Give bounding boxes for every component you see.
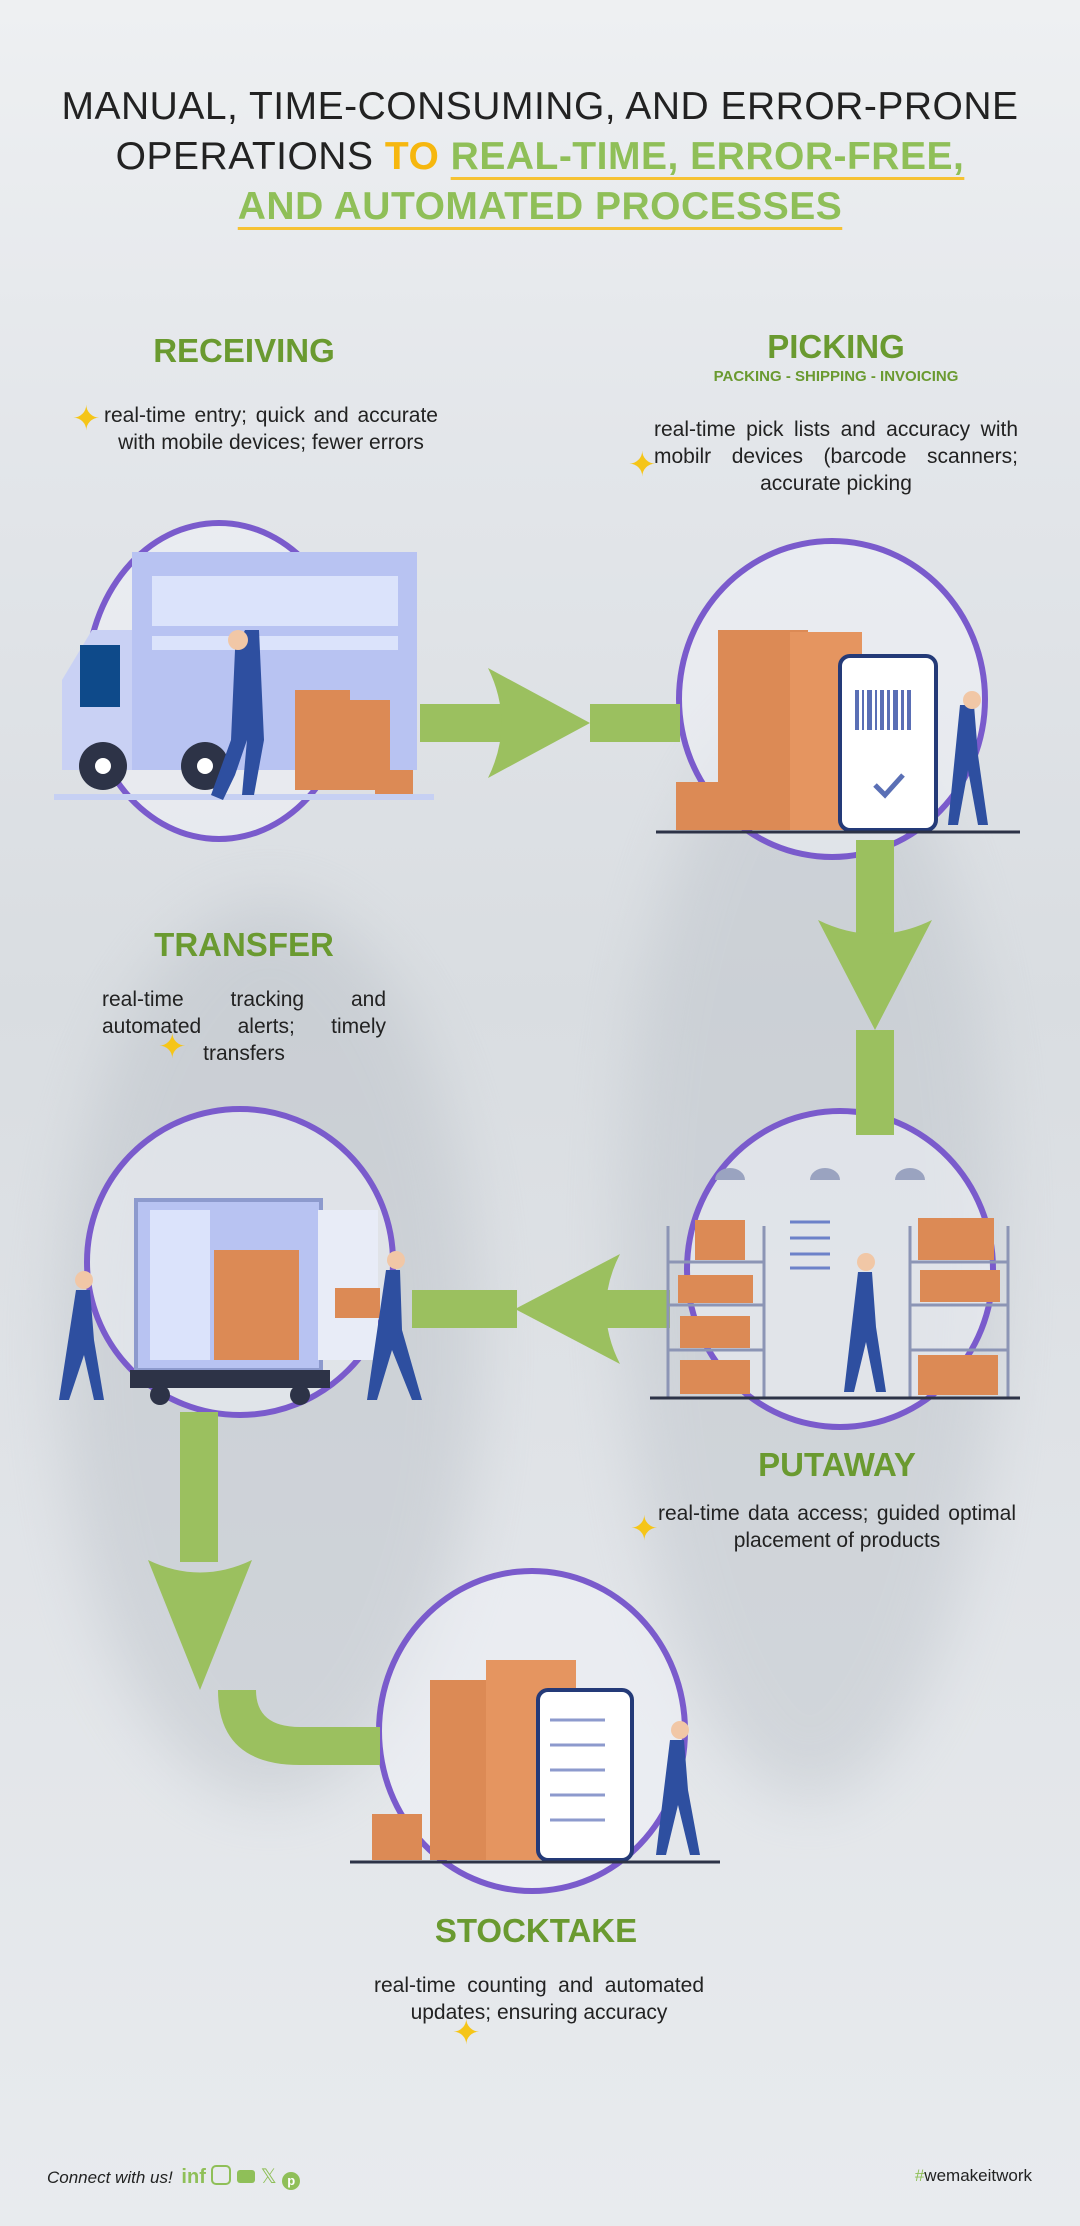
flow-arrows — [148, 668, 932, 1765]
stocktake-art — [350, 1660, 720, 1864]
transfer-title: TRANSFER — [154, 926, 334, 963]
connect-label: Connect with us! — [47, 2168, 173, 2187]
truck-illustration — [54, 552, 434, 800]
putaway-desc: real-time data access; guided optimal pl… — [658, 1502, 1016, 1552]
arrow-down-icon — [818, 920, 932, 1030]
youtube-icon[interactable] — [237, 2170, 255, 2183]
arrow-left-icon — [515, 1254, 620, 1364]
instagram-icon[interactable] — [211, 2165, 232, 2185]
x-icon[interactable]: 𝕏 — [260, 2166, 277, 2188]
putaway-shelves-art — [650, 1168, 1020, 1400]
receiving-title: RECEIVING — [153, 332, 335, 369]
sparkle-icon: ✦ — [158, 1028, 187, 1066]
hashtag-symbol: # — [914, 2166, 925, 2185]
footer-connect: Connect with us! inf 𝕏 p — [47, 2164, 301, 2190]
title-highlight: REAL-TIME, ERROR-FREE, — [450, 135, 965, 178]
stocktake-desc: real-time counting and automated updates… — [374, 1974, 704, 2024]
title-line-1: MANUAL, TIME-CONSUMING, AND ERROR-PRONE — [61, 85, 1019, 128]
sparkle-icon: ✦ — [452, 2014, 481, 2052]
receiving-desc: real-time entry; quick and accurate with… — [104, 404, 438, 454]
transfer-truck-art — [59, 1198, 422, 1405]
pinterest-icon[interactable]: p — [282, 2172, 301, 2190]
footer-hashtag: #wemakeitwork — [915, 2166, 1032, 2186]
stocktake-title: STOCKTAKE — [434, 1912, 638, 1949]
picking-subtitle: PACKING - SHIPPING - INVOICING — [713, 368, 959, 385]
putaway-title: PUTAWAY — [758, 1446, 916, 1483]
arrow-down-icon — [148, 1560, 252, 1690]
arrow-right-icon — [488, 668, 590, 778]
sparkle-icon: ✦ — [628, 446, 657, 484]
linkedin-icon[interactable]: in — [181, 2166, 200, 2188]
title-highlight: AND AUTOMATED PROCESSES — [237, 185, 843, 228]
transfer-desc: real-time tracking and automated alerts;… — [102, 988, 386, 1065]
picking-desc: real-time pick lists and accuracy with m… — [654, 418, 1018, 495]
title-line-3: AND AUTOMATED PROCESSES — [0, 182, 1080, 232]
picking-illustration-art — [656, 630, 1020, 834]
arrow-shaft — [420, 704, 505, 742]
title-line-2: OPERATIONS TO REAL-TIME, ERROR-FREE, — [0, 132, 1080, 182]
picking-title: PICKING — [767, 328, 905, 365]
title-to: TO — [384, 135, 440, 178]
page-title: MANUAL, TIME-CONSUMING, AND ERROR-PRONE … — [0, 82, 1080, 232]
hashtag-text: wemakeitwork — [924, 2166, 1032, 2185]
sparkle-icon: ✦ — [72, 400, 101, 438]
title-text: OPERATIONS — [115, 135, 374, 178]
sparkle-icon: ✦ — [630, 1510, 659, 1548]
facebook-icon[interactable]: f — [199, 2166, 206, 2188]
